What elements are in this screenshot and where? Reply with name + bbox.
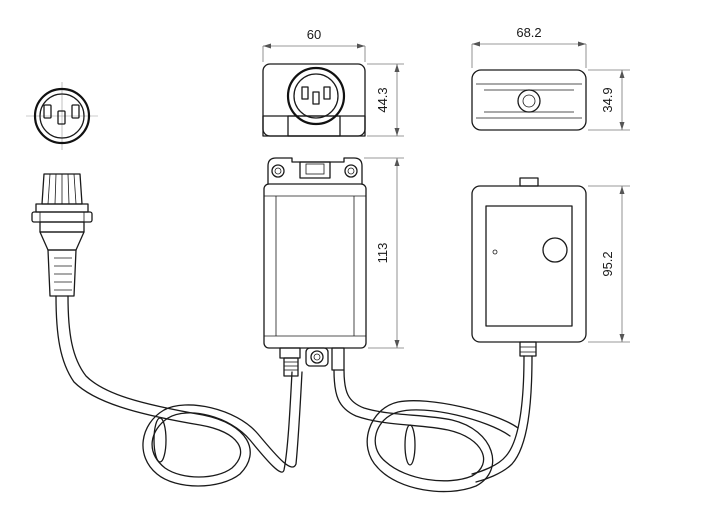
dim-label-side-height: 34.9	[600, 87, 615, 112]
dim-side-width: 68.2	[471, 25, 587, 68]
dim-back-height: 95.2	[588, 185, 630, 343]
power-cord-left	[55, 295, 303, 487]
plug-face-view	[26, 82, 98, 150]
front-view	[263, 157, 367, 377]
top-view	[262, 63, 366, 137]
plug-side-view	[31, 173, 93, 297]
power-cord-right	[471, 355, 533, 483]
dim-side-height: 34.9	[588, 69, 630, 131]
power-cord-middle	[333, 369, 519, 493]
dim-label-top-width: 60	[307, 27, 321, 42]
dim-label-back-height: 95.2	[600, 251, 615, 276]
dim-top-height: 44.3	[367, 63, 404, 137]
dim-label-top-height: 44.3	[375, 87, 390, 112]
dim-label-front-height: 113	[375, 243, 390, 264]
back-view	[471, 177, 587, 357]
side-view	[471, 69, 587, 131]
dim-label-side-width: 68.2	[516, 25, 541, 40]
dim-top-width: 60	[262, 27, 366, 62]
dim-front-height: 113	[364, 157, 404, 349]
